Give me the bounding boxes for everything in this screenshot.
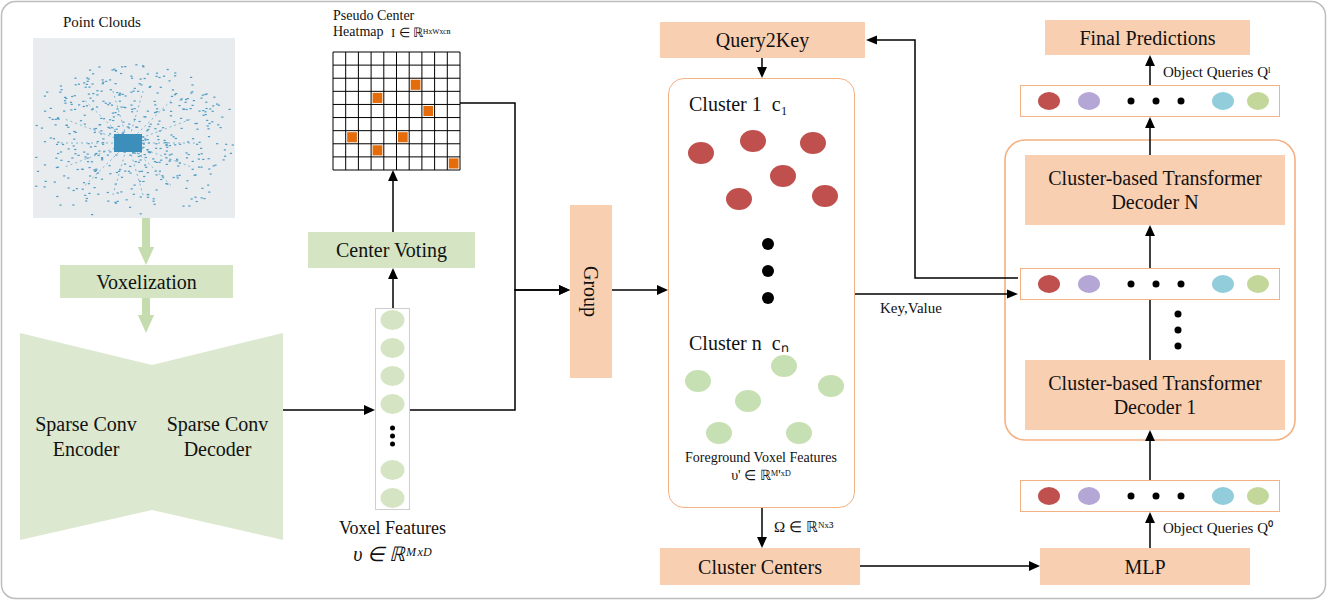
img-node: Point Clouds — [33, 38, 235, 218]
free-label: Key,Value — [878, 300, 944, 317]
trapR-node: Sparse Conv Decoder — [152, 333, 283, 540]
connector — [612, 285, 668, 295]
heatmap-formula: I ∈ ℝᴴˣᵂˣᶜⁿ — [391, 25, 451, 41]
box-node: Cluster-based Transformer Decoder 1 — [1025, 360, 1285, 430]
connector — [388, 170, 398, 232]
cluster-points — [669, 79, 854, 507]
box-label: Cluster-based Transformer Decoder N — [1025, 166, 1285, 214]
query-row — [1020, 268, 1280, 300]
column-label: Voxel Features — [339, 518, 446, 539]
box-node: Center Voting — [308, 232, 475, 268]
connector — [1145, 512, 1155, 548]
heatmap-grid — [333, 52, 460, 170]
cluster-title: Cluster 1 c₁ — [689, 93, 788, 116]
trapezoid-shape — [152, 333, 283, 540]
connector — [283, 405, 375, 415]
box-node: Voxelization — [60, 265, 233, 298]
trapL-node: Sparse Conv Encoder — [20, 333, 152, 540]
row-label: Object Queries Q⁰ — [1163, 517, 1273, 537]
vertical-dots — [1175, 311, 1182, 350]
connector — [1145, 430, 1155, 480]
edge-label: Ω ∈ ℝᴺˣ³ — [772, 518, 835, 536]
point-cloud-image — [33, 38, 235, 218]
connector — [1145, 55, 1155, 85]
feature-column — [375, 308, 410, 510]
box-node: MLP — [1040, 548, 1250, 585]
row-node: Object Queries Q⁰ — [1020, 480, 1280, 512]
query-row-circles — [1021, 269, 1279, 299]
cluster-title: Cluster n cₙ — [689, 329, 789, 356]
connector — [1145, 117, 1155, 155]
feedback-arrow — [866, 36, 1018, 279]
image-heading: Point Clouds — [63, 14, 141, 31]
vertical-label: Group — [580, 266, 603, 317]
box-label: Center Voting — [330, 238, 453, 262]
connector — [138, 298, 154, 333]
box-node: Cluster Centers — [660, 548, 860, 585]
connector — [757, 508, 767, 548]
trapezoid-label: Sparse Conv Decoder — [155, 412, 280, 462]
column-formula: υ ∈ ℝᴹˣᴰ — [353, 542, 432, 566]
box-label: Cluster-based Transformer Decoder 1 — [1025, 371, 1285, 419]
decoder-group-outline — [1005, 140, 1295, 440]
box-node: Query2Key — [660, 22, 865, 58]
query-row-circles — [1021, 86, 1279, 116]
cluster-node: Cluster 1 c₁ Cluster n cₙ Foreground Voxel… — [668, 78, 855, 508]
vbox-node: Group — [570, 205, 612, 378]
row-node: Object Queries Qˡ — [1020, 85, 1280, 117]
connector — [388, 268, 398, 308]
box-node: Final Predictions — [1045, 20, 1250, 55]
box-label: Cluster Centers — [692, 555, 828, 579]
col-node: Voxel Featuresυ ∈ ℝᴹˣᴰ — [375, 308, 410, 510]
box-label: Voxelization — [90, 270, 203, 294]
box-label: MLP — [1118, 555, 1171, 579]
connector — [757, 58, 767, 78]
connector — [460, 103, 570, 295]
trapezoid-shape — [20, 333, 152, 540]
cluster-caption: Foreground Voxel Features υ' ∈ ℝᴹ'ˣᴰ — [681, 449, 841, 484]
key-value-arrow — [855, 290, 1018, 299]
box-node: Cluster-based Transformer Decoder N — [1025, 155, 1285, 225]
grid-node: Pseudo Center HeatmapI ∈ ℝᴴˣᵂˣᶜⁿ — [333, 52, 460, 170]
query-row-circles — [1021, 481, 1279, 511]
row-label: Object Queries Qˡ — [1163, 64, 1270, 81]
trapezoid-label: Sparse Conv Encoder — [23, 412, 149, 462]
box-label: Final Predictions — [1073, 26, 1221, 50]
box-label: Query2Key — [710, 28, 815, 52]
connector — [410, 285, 570, 410]
connector — [138, 218, 154, 265]
connector — [860, 561, 1040, 571]
